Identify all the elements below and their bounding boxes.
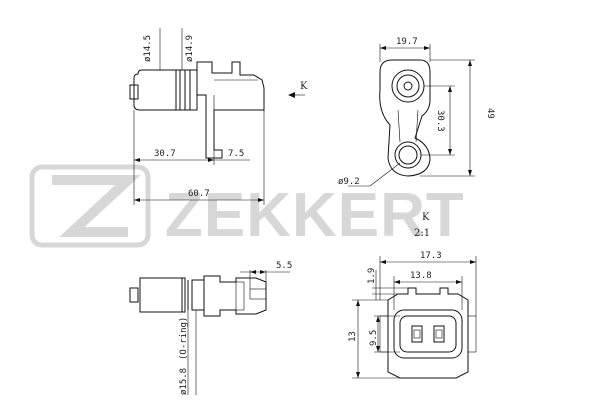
dim-d-15-8: ø15.8: [179, 368, 189, 395]
dim-19-7: 19.7: [396, 37, 418, 47]
oring-label: (O-ring): [179, 317, 189, 360]
dim-9-5: 9.5: [369, 330, 379, 346]
dim-d-right: ø14.9: [185, 35, 195, 62]
view-label-detail: K: [422, 212, 430, 223]
dim-7-5: 7.5: [228, 149, 244, 159]
dim-5-5: 5.5: [276, 261, 292, 271]
dim-30-7: 30.7: [154, 149, 176, 159]
dim-1-9: 1.9: [367, 268, 377, 284]
dim-hole-9-2: ø9.2: [338, 177, 360, 187]
view-label-top: K: [300, 81, 308, 92]
dim-d-left: ø14.5: [143, 35, 153, 62]
zekkert-logo: ZEKKERT: [29, 164, 465, 250]
brand-name: ZEKKERT: [165, 181, 465, 250]
scale-label: 2:1: [414, 228, 430, 239]
connector-detail: 17.3 13.8 1.9 13 9.5: [348, 251, 477, 379]
logo-frame: [29, 164, 151, 248]
dim-30-3: 30.3: [435, 110, 445, 132]
end-view: 19.7 49 30.3 ø9.2: [338, 37, 495, 187]
dim-13: 13: [348, 331, 358, 342]
logo-z-mark: [52, 175, 141, 237]
side-view: ø14.5 ø14.9 30.7 7.5 60.7 K: [129, 28, 308, 205]
detail-caption: K 2:1: [414, 212, 430, 239]
side-view-bottom: 5.5 (O-ring) ø15.8: [129, 261, 292, 395]
dim-49: 49: [485, 108, 495, 119]
dim-60-7: 60.7: [188, 189, 210, 199]
dim-17-3: 17.3: [420, 251, 442, 261]
dim-13-8: 13.8: [410, 271, 432, 281]
